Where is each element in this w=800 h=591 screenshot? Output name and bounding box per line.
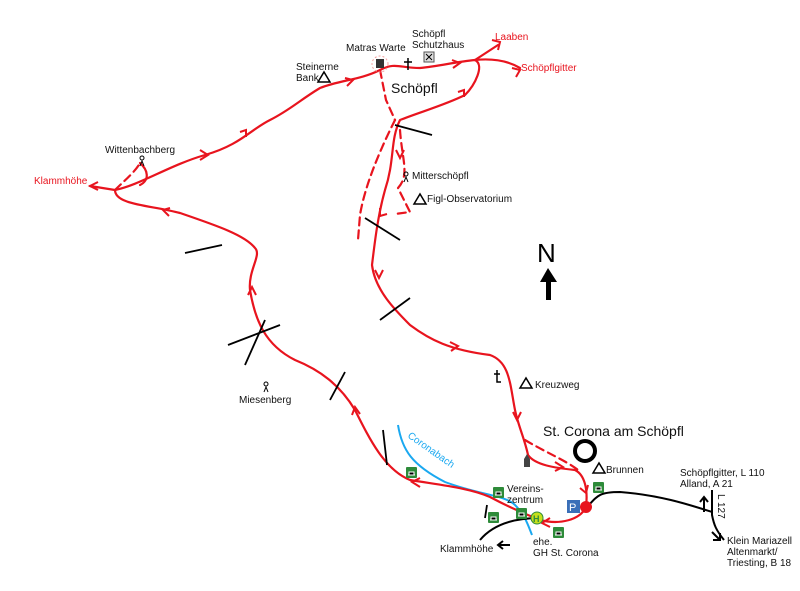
label-direction-altenmarkt: Altenmarkt/ (727, 547, 778, 558)
triangle-icon (412, 192, 428, 205)
triangle-icon (316, 70, 332, 83)
label-mitterschoepfl: Mitterschöpfl (412, 171, 469, 182)
label-direction-alland: Alland, A 21 (680, 479, 733, 490)
label-matras-warte: Matras Warte (346, 43, 406, 54)
route-north (113, 58, 588, 509)
route-laaben (473, 43, 500, 62)
label-vereinszentrum: Vereins- (507, 484, 544, 495)
svg-text:P: P (569, 502, 576, 514)
label-l127: L 127 (715, 494, 726, 519)
start-point-icon (580, 501, 592, 513)
inn-icons (406, 467, 604, 538)
crossing-paths (184, 124, 488, 519)
label-steinerne-bank-2: Bank (296, 73, 320, 84)
label-miesenberg: Miesenberg (239, 395, 291, 406)
triangle-icon (591, 461, 607, 474)
svg-text:H: H (533, 514, 540, 524)
label-direction-klein-mariazell: Klein Mariazell (727, 536, 792, 547)
arrow-downright-icon (711, 531, 721, 541)
label-schutzhaus: Schöpfl (412, 29, 445, 40)
label-figl-observatorium: Figl-Observatorium (427, 194, 512, 205)
cross-icon (404, 58, 412, 70)
inn-icon (593, 482, 604, 493)
shelter-hut-icon (423, 51, 435, 63)
label-st-corona: St. Corona am Schöpfl (543, 423, 684, 439)
arrow-up-icon (699, 495, 709, 512)
summit-icons (316, 70, 607, 474)
label-klammhoehe-west: Klammhöhe (34, 176, 88, 187)
north-label: N (537, 238, 556, 268)
route-dashed-corona (523, 438, 580, 472)
observation-tower-icon (371, 55, 389, 73)
label-klammhoehe-south: Klammhöhe (440, 544, 494, 555)
label-coronabach: Coronabach (405, 430, 456, 470)
route-main-loop (88, 184, 588, 524)
label-steinerne-bank: Steinerne (296, 62, 339, 73)
label-ehe-gh: ehe. (533, 537, 552, 548)
route-arrows (87, 39, 589, 528)
bus-stop-icon: H (530, 511, 544, 525)
route-schoepflgitter (473, 58, 522, 70)
label-kreuzweg: Kreuzweg (535, 380, 579, 391)
route-wittenbach-loop (138, 161, 148, 187)
label-laaben: Laaben (495, 32, 528, 43)
road-l127 (711, 490, 725, 541)
north-arrow-icon (540, 268, 557, 300)
arrow-left-icon (496, 540, 510, 550)
label-brunnen: Brunnen (606, 465, 644, 476)
label-schoepflgitter: Schöpflgitter (521, 63, 577, 74)
route-dashed-3 (113, 161, 142, 192)
route-dashed-1 (378, 68, 397, 122)
triangle-icon (518, 376, 534, 389)
church-icon (524, 454, 530, 467)
inn-icon (516, 508, 527, 519)
inn-icon (488, 512, 499, 523)
label-direction-schoepflgitter: Schöpflgitter, L 110 (680, 468, 765, 479)
route-dashed-2 (356, 118, 397, 242)
label-schutzhaus-2: Schutzhaus (412, 40, 464, 51)
inn-icon (493, 487, 504, 498)
inn-icon (553, 527, 564, 538)
label-direction-triesting: Triesting, B 18 (727, 558, 792, 569)
st-corona-ring-icon (573, 439, 597, 463)
map-title: Schöpfl (391, 80, 438, 96)
label-wittenbachberg: Wittenbachberg (105, 145, 175, 156)
label-ehe-gh-2: GH St. Corona (533, 548, 599, 559)
parking-icon: P (567, 500, 580, 514)
route-dashed-figl (393, 128, 412, 216)
cross-icon (494, 370, 501, 383)
road-east (587, 490, 713, 513)
label-vereinszentrum-2: zentrum (507, 495, 543, 506)
viewpoint-icons (139, 155, 409, 393)
inn-icon (406, 467, 417, 478)
